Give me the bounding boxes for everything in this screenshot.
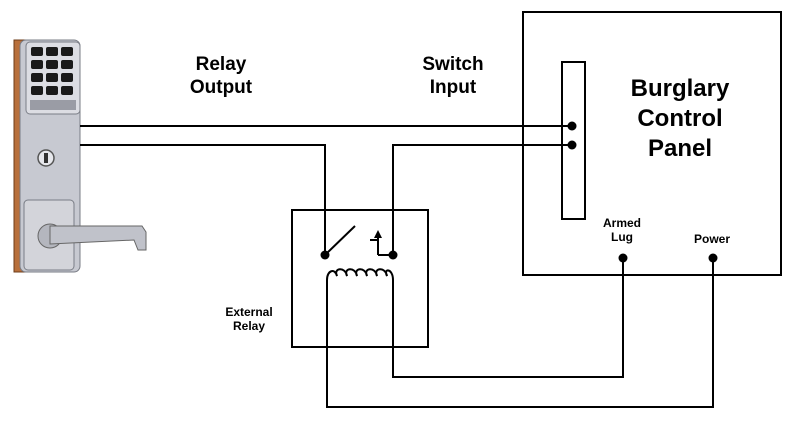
relay-output-label: Relay Output <box>189 54 253 98</box>
keypad-lever-lock-icon <box>13 39 147 273</box>
relay-coil-switch-icon <box>324 225 394 281</box>
external-relay-label: External Relay <box>225 305 273 334</box>
terminal-strip <box>561 61 586 220</box>
wires <box>80 125 714 408</box>
connection-dots <box>320 121 718 263</box>
control-panel-box <box>522 11 782 276</box>
armed-lug-label: Armed Lug <box>602 216 641 245</box>
power-label: Power <box>693 232 730 246</box>
switch-input-label: Switch Input <box>422 54 484 98</box>
external-relay-box <box>291 209 429 348</box>
panel-title: Burglary Control Panel <box>630 75 730 162</box>
